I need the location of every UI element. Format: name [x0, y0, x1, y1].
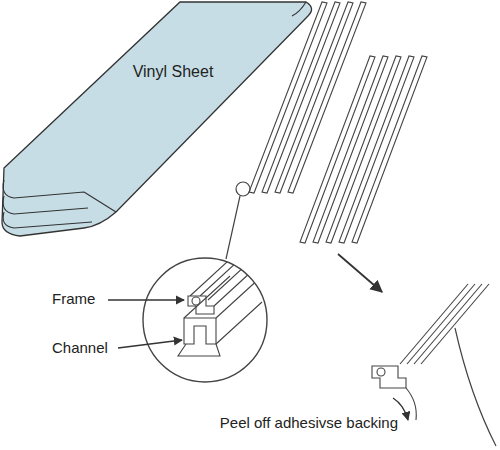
- detail-arrow: [338, 254, 382, 292]
- detail-leader: [226, 196, 240, 259]
- sheet-label: Vinyl Sheet: [133, 63, 214, 81]
- frame-label: Frame: [50, 290, 97, 307]
- detail-spot: [236, 182, 250, 196]
- magnifier-circle: [143, 258, 267, 382]
- channel-leader: [118, 340, 182, 348]
- channel-label: Channel: [50, 339, 110, 356]
- vinyl-sheet: Vinyl Sheet: [0, 0, 320, 240]
- sheet-outline: [0, 0, 320, 240]
- backing-label: Peel off adhesivse backing: [218, 414, 400, 431]
- frame-channel-profile: [178, 250, 264, 356]
- frame-leader: [108, 299, 184, 300]
